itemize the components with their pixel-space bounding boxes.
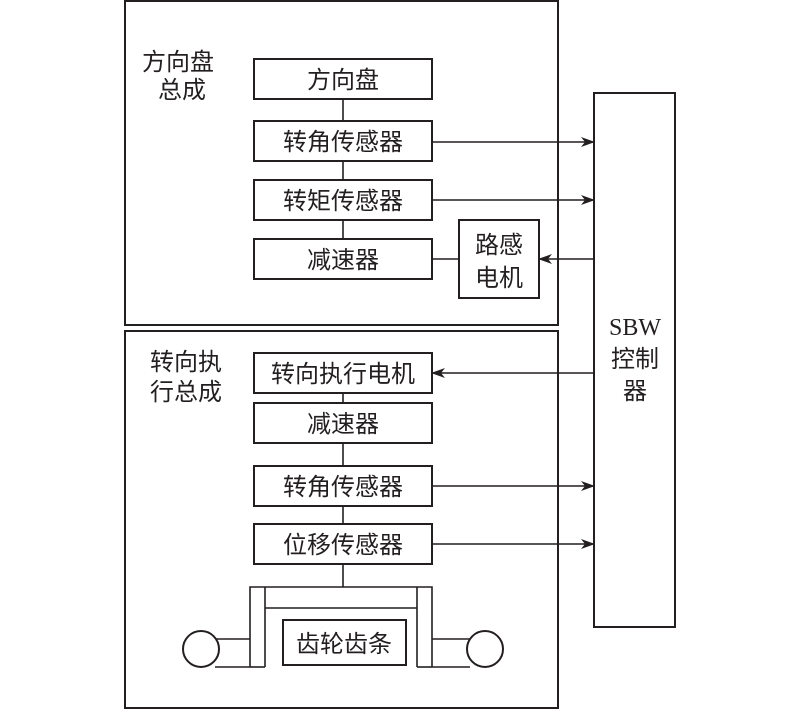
block-torque-sensor-label: 转矩传感器 — [283, 187, 403, 215]
block-feedback-motor-label-line1: 路感 — [475, 231, 523, 259]
block-rack-pinion: 齿轮齿条 — [282, 619, 407, 666]
sbw-controller: SBW 控制 器 — [593, 92, 676, 628]
sbw-controller-label-line2: 控制 — [611, 345, 659, 373]
block-displacement-sensor-label: 位移传感器 — [283, 531, 403, 559]
block-rack-pinion-label: 齿轮齿条 — [296, 630, 392, 658]
signal-arrows — [431, 137, 595, 549]
block-angle-sensor-bottom-label: 转角传感器 — [283, 473, 403, 501]
steering-wheel-assembly-label-line1: 方向盘 — [142, 48, 214, 76]
block-reducer-bottom: 减速器 — [253, 402, 433, 444]
block-reducer-top: 减速器 — [253, 238, 433, 280]
sbw-controller-label-line3: 器 — [623, 377, 647, 405]
steering-actuator-assembly-label-line2: 行总成 — [150, 378, 222, 406]
block-reducer-bottom-label: 减速器 — [307, 410, 379, 438]
left-wheel-icon — [182, 630, 220, 668]
sbw-controller-frame — [593, 92, 676, 628]
block-angle-sensor-top: 转角传感器 — [253, 120, 433, 162]
steering-actuator-assembly-label-line1: 转向执 — [150, 348, 222, 376]
block-reducer-top-label: 减速器 — [307, 246, 379, 274]
steering-wheel-assembly: 方向盘 总成 方向盘 转角传感器 转矩传感器 减速器 路感 电机 — [124, 0, 559, 326]
right-wheel-icon — [466, 630, 504, 668]
rack-pinion-mechanism: 齿轮齿条 — [182, 586, 504, 668]
block-angle-sensor-top-label: 转角传感器 — [283, 128, 403, 156]
block-steering-wheel-label: 方向盘 — [307, 66, 379, 94]
block-steering-wheel: 方向盘 — [253, 58, 433, 100]
sbw-controller-label-line1: SBW — [609, 315, 661, 341]
block-angle-sensor-bottom: 转角传感器 — [253, 465, 433, 507]
block-displacement-sensor: 位移传感器 — [253, 523, 433, 565]
steering-wheel-assembly-label-line2: 总成 — [158, 76, 206, 104]
steering-actuator-assembly: 转向执 行总成 转向执行电机 减速器 转角传感器 位移传感器 — [124, 330, 559, 709]
rack-outer-frame — [249, 586, 433, 667]
block-actuator-motor-label: 转向执行电机 — [271, 360, 415, 388]
block-feedback-motor: 路感 电机 — [458, 219, 540, 299]
block-feedback-motor-label-line2: 电机 — [475, 264, 523, 292]
block-torque-sensor: 转矩传感器 — [253, 179, 433, 221]
block-actuator-motor: 转向执行电机 — [253, 352, 433, 394]
